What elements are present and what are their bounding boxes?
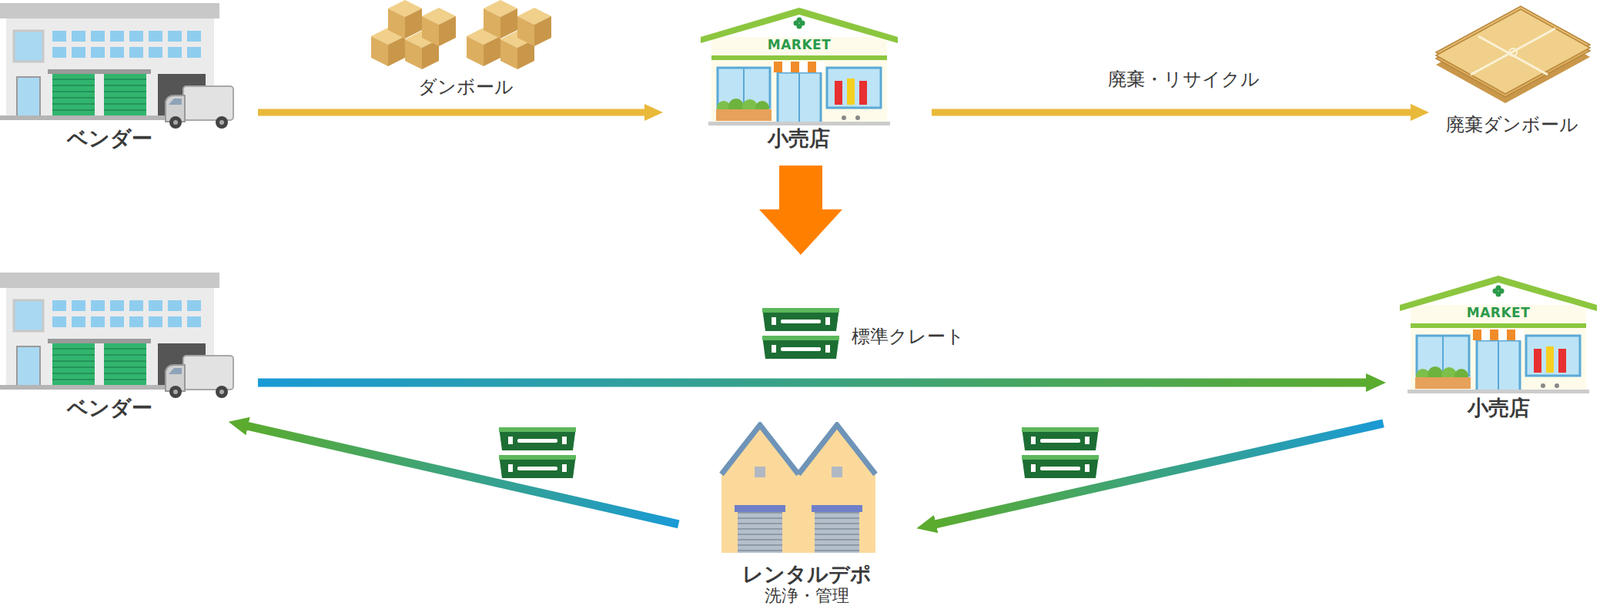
sign-text: MARKET: [767, 38, 832, 52]
retailer-node: 小売店: [696, 3, 901, 151]
node-label: レンタルデポ: [742, 562, 872, 586]
flow-arrow: [931, 108, 1413, 116]
node-label: 廃棄ダンボール: [1446, 114, 1579, 137]
crate-icon: [1021, 427, 1099, 479]
crate-icon: [762, 307, 840, 359]
flow-arrow: [257, 108, 647, 116]
depot-building: [721, 425, 799, 553]
node-label: ベンダー: [66, 126, 153, 151]
flattened-cardboard: [1509, 48, 1517, 57]
cardboard-boxes: [483, 0, 518, 39]
sign-text: MARKET: [1466, 306, 1531, 320]
market-building: [700, 7, 898, 126]
transition-arrow: [759, 165, 843, 255]
vendor-node: ベンダー: [0, 269, 220, 420]
node-label: 小売店: [767, 126, 831, 151]
waste-node: 廃棄ダンボール: [1430, 3, 1594, 137]
vendor-building: [0, 272, 234, 399]
flattened-cardboard: [1435, 9, 1590, 94]
edge-label: 標準クレート: [848, 325, 968, 349]
node-sublabel: 洗浄・管理: [764, 585, 850, 606]
depot-node: レンタルデポ洗浄・管理: [716, 421, 898, 606]
flow-arrow: [246, 425, 679, 525]
cardboard-boxes: [421, 7, 456, 47]
node-label: ベンダー: [66, 395, 153, 420]
flow-arrow: [257, 378, 1368, 387]
edge-label: ダンボール: [415, 76, 517, 99]
depot-building: [798, 425, 876, 553]
flattened-cardboard: [1435, 6, 1590, 104]
vendor-node: ベンダー: [0, 2, 220, 151]
market-building: [1399, 275, 1597, 394]
depot-building: [721, 425, 876, 553]
crate-icon: [498, 427, 576, 479]
vendor-building: [0, 3, 234, 129]
flattened-cardboard: [1470, 28, 1556, 75]
flow-arrow: [934, 423, 1384, 525]
cardboard-boxes: [388, 0, 422, 39]
cardboard-boxes: [517, 7, 552, 47]
node-label: 小売店: [1467, 395, 1530, 420]
edge-label: 廃棄・リサイクル: [1104, 68, 1263, 91]
cardboard-boxes: [371, 0, 552, 70]
retailer-node: 小売店: [1399, 273, 1597, 420]
